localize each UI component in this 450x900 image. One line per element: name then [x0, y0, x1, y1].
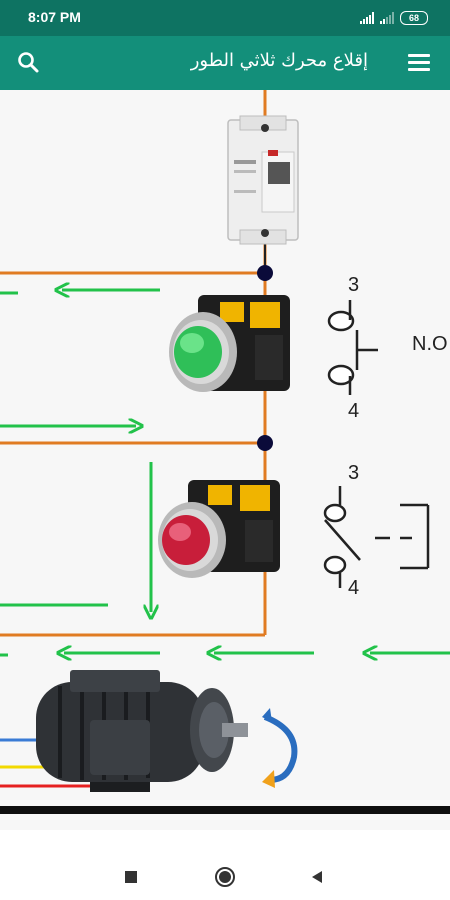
bottom-contact-terminal-upper: 3 — [348, 462, 360, 484]
no-label: N.O — [412, 333, 448, 355]
flow-arrows — [0, 290, 450, 653]
recents-button[interactable] — [122, 868, 140, 886]
rotation-arrow — [262, 708, 298, 788]
back-button[interactable] — [308, 868, 326, 886]
recents-square-icon — [125, 871, 137, 883]
start-push-button — [169, 295, 290, 392]
status-bar: 8:07 PM 68 — [0, 0, 450, 36]
top-contact-terminal-lower: 4 — [348, 400, 360, 422]
junction-dot-middle — [257, 435, 273, 451]
bottom-contact-terminal-lower: 4 — [348, 577, 360, 599]
search-icon — [18, 52, 39, 73]
signal-weak-icon — [380, 12, 394, 24]
junction-dot-top — [257, 265, 273, 281]
top-contact-terminal-upper: 3 — [348, 274, 360, 296]
three-phase-motor — [0, 670, 248, 792]
navigation-bar — [0, 830, 450, 900]
wiring-diagram: N.O 3 4 3 4 — [0, 90, 450, 830]
status-icons: 68 — [360, 10, 428, 26]
menu-icon — [408, 54, 430, 57]
no-contact-symbol — [327, 300, 378, 395]
circuit-breaker — [227, 115, 299, 245]
back-triangle-icon — [312, 871, 322, 883]
page-title: إقلاع محرك ثلاثي الطور — [190, 50, 368, 71]
app-bar: إقلاع محرك ثلاثي الطور — [0, 36, 450, 90]
stop-push-button — [158, 480, 280, 578]
search-button[interactable] — [14, 48, 44, 78]
signal-icon — [360, 12, 374, 24]
nc-contact-symbol — [323, 486, 430, 588]
bottom-rule — [0, 806, 450, 814]
status-time: 8:07 PM — [28, 9, 81, 25]
menu-button[interactable] — [406, 51, 432, 75]
battery-icon: 68 — [400, 11, 428, 25]
home-circle-icon — [215, 867, 235, 887]
home-button[interactable] — [213, 865, 237, 889]
